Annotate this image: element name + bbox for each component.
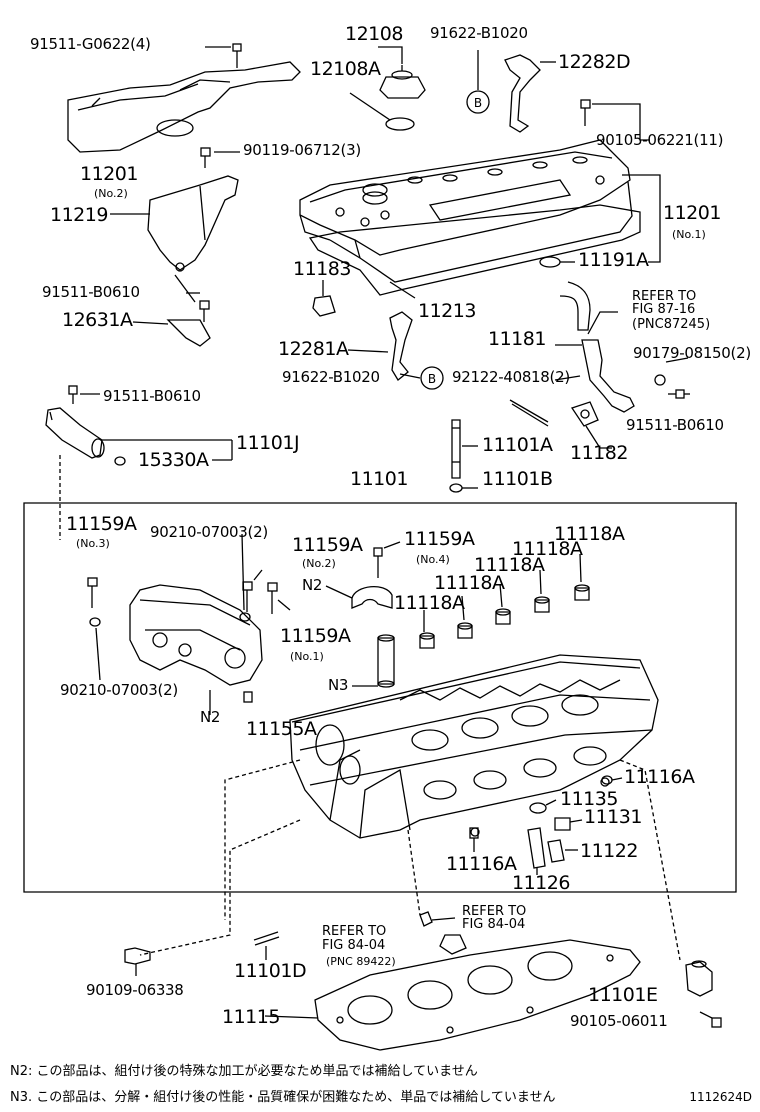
part-label-11118a-4: 11118A xyxy=(434,572,505,594)
refer-fig-b: FIG 84-04 xyxy=(462,917,526,932)
refer-to-b: REFER TO xyxy=(462,904,527,919)
refer-pnc-a: (PNC87245) xyxy=(632,317,711,332)
part-label-11115: 11115 xyxy=(222,1006,280,1028)
part-label-11126: 11126 xyxy=(512,872,570,894)
part-label-91511-b0610-b: 91511-B0610 xyxy=(103,387,201,405)
refer-to-a: REFER TO xyxy=(632,289,697,304)
cylinder-head-shape xyxy=(289,654,659,839)
part-label-11118a-5: 11118A xyxy=(394,592,465,614)
part-label-11183: 11183 xyxy=(293,258,351,280)
note-marker-n2-a: N2 xyxy=(302,576,323,594)
note-marker-n2-b: N2 xyxy=(200,708,221,726)
connection-marker-b-top: B xyxy=(466,90,490,114)
part-sub-no4: (No.4) xyxy=(416,553,450,566)
diagram-code: 1112624D xyxy=(689,1090,752,1104)
footnote-n3: N3. この部品は、分解・組付け後の性能・品質確保が困難なため、単品では補給して… xyxy=(10,1090,556,1105)
marker-b-text: B xyxy=(428,372,436,386)
part-sub-no1-b: (No.1) xyxy=(290,650,324,663)
connection-marker-b-bottom: B xyxy=(420,366,444,390)
part-label-11118a-3: 11118A xyxy=(474,554,545,576)
part-label-11159a-no1: 11159A xyxy=(280,625,351,647)
refer-pnc-b: (PNC 89422) xyxy=(326,955,396,968)
part-label-11131: 11131 xyxy=(584,806,642,828)
part-label-90105-06221: 90105-06221(11) xyxy=(596,131,724,149)
part-label-11122: 11122 xyxy=(580,840,638,862)
part-label-11135: 11135 xyxy=(560,788,618,810)
heat-shield-11219-shape xyxy=(147,175,239,272)
part-label-11101j: 11101J xyxy=(236,432,300,454)
part-label-12108: 12108 xyxy=(345,23,403,45)
part-label-11101d: 11101D xyxy=(234,960,307,982)
part-label-11219: 11219 xyxy=(50,204,108,226)
part-label-11191a: 11191A xyxy=(578,249,649,271)
part-label-91622-b1020-bottom: 91622-B1020 xyxy=(282,368,380,386)
refer-fig-a: FIG 87-16 xyxy=(632,302,696,317)
part-label-91511-b0610-c: 91511-B0610 xyxy=(626,416,724,434)
part-label-12282d: 12282D xyxy=(558,51,631,73)
part-sub-no1: (No.1) xyxy=(672,228,706,241)
part-label-11159a-no3: 11159A xyxy=(66,513,137,535)
part-label-11116a-b: 11116A xyxy=(446,853,517,875)
footnote-n2: N2: この部品は、組付け後の特殊な加工が必要なため単品では補給していません xyxy=(10,1064,478,1079)
part-label-11101e: 11101E xyxy=(588,984,658,1006)
head-gasket-shape xyxy=(314,939,641,1051)
marker-b-text: B xyxy=(474,96,482,110)
bolt-91511-g0622-shape xyxy=(232,43,242,68)
refer-to-c: REFER TO xyxy=(322,924,387,939)
part-label-90119-06712: 90119-06712(3) xyxy=(243,141,361,159)
part-label-91511-g0622: 91511-G0622(4) xyxy=(30,35,151,53)
oil-filler-cap-shape xyxy=(379,65,426,131)
part-label-90179-08150: 90179-08150(2) xyxy=(633,344,751,362)
timing-cover-no2-shape xyxy=(67,61,301,153)
part-sub-no2: (No.2) xyxy=(94,187,128,200)
part-sub-no2-b: (No.2) xyxy=(302,557,336,570)
part-label-11118a-2: 11118A xyxy=(512,538,583,560)
part-label-90109-06338: 90109-06338 xyxy=(86,981,184,999)
part-label-90210-07003-b: 90210-07003(2) xyxy=(60,681,178,699)
ocv-valve-shape xyxy=(45,407,105,459)
part-label-11181: 11181 xyxy=(488,328,546,350)
camshaft-housing-shape xyxy=(129,584,263,686)
part-label-12108a: 12108A xyxy=(310,58,381,80)
head-assembly-box xyxy=(23,502,737,893)
part-label-90105-06011: 90105-06011 xyxy=(570,1012,668,1030)
part-label-11101b: 11101B xyxy=(482,468,553,490)
part-label-11118a-1: 11118A xyxy=(554,523,625,545)
part-label-11201-no2: 11201 xyxy=(80,163,138,185)
part-label-11201-no1: 11201 xyxy=(663,202,721,224)
part-label-11155a: 11155A xyxy=(246,718,317,740)
part-label-11101a: 11101A xyxy=(482,434,553,456)
part-label-91622-b1020-top: 91622-B1020 xyxy=(430,24,528,42)
part-label-11213: 11213 xyxy=(418,300,476,322)
part-label-91511-b0610-a: 91511-B0610 xyxy=(42,283,140,301)
part-sub-no3: (No.3) xyxy=(76,537,110,550)
refer-fig-c: FIG 84-04 xyxy=(322,938,386,953)
part-label-11101: 11101 xyxy=(350,468,408,490)
note-marker-n3: N3 xyxy=(328,676,349,694)
part-label-12631a: 12631A xyxy=(62,309,133,331)
part-label-90210-07003-a: 90210-07003(2) xyxy=(150,523,268,541)
part-label-15330a: 15330A xyxy=(138,449,209,471)
part-label-11159a-no2: 11159A xyxy=(292,534,363,556)
part-label-12281a: 12281A xyxy=(278,338,349,360)
part-label-92122-40818: 92122-40818(2) xyxy=(452,368,570,386)
part-label-11182: 11182 xyxy=(570,442,628,464)
part-label-11116a-a: 11116A xyxy=(624,766,695,788)
part-label-11159a-no4: 11159A xyxy=(404,528,475,550)
